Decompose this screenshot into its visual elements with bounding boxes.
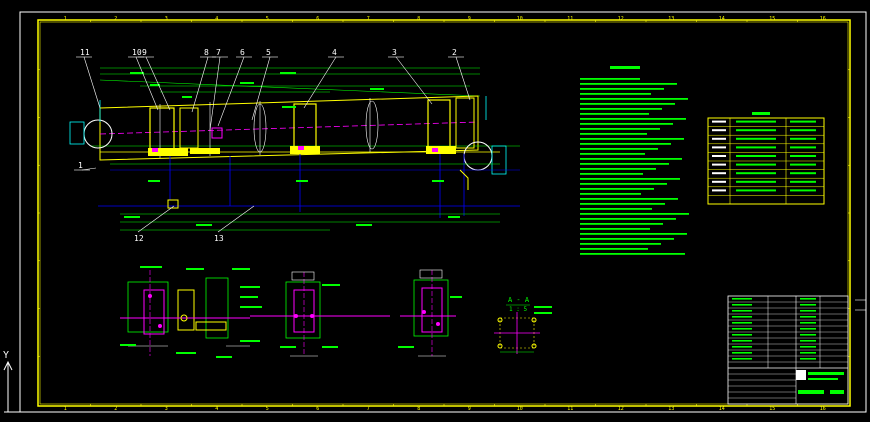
callout-leader [251, 56, 271, 121]
frame-bottom-number: 16 [820, 406, 826, 412]
callout-leader [209, 56, 221, 131]
frame-top-number: 14 [719, 16, 725, 22]
frame-bottom-number: 9 [468, 406, 471, 412]
frame-top-number: 6 [316, 16, 319, 22]
section-scale: 1 : 5 [509, 306, 527, 313]
callout-leader [191, 56, 209, 113]
section-title: A - A [508, 296, 530, 304]
part-number-label: 6 [240, 48, 245, 57]
detail-view-supports [120, 266, 262, 358]
frame-top-number: 2 [114, 16, 117, 22]
callout-leader [135, 56, 159, 111]
frame-top-number: 13 [668, 16, 674, 22]
kiln-shell [99, 95, 479, 161]
main-elevation-view [69, 67, 520, 231]
frame-bottom-number: 6 [316, 406, 319, 412]
frame-top-number: 9 [468, 16, 471, 22]
ucs-axis-icon: Y [3, 350, 32, 413]
frame-bottom-number: 3 [165, 406, 168, 412]
technical-requirements-notes [580, 66, 689, 255]
frame-top-number: 10 [517, 16, 523, 22]
frame-bottom-number: 11 [567, 406, 573, 412]
frame-top-number: 8 [417, 16, 420, 22]
part-number-label: 3 [392, 48, 397, 57]
part-number-label: 9 [142, 48, 147, 57]
callout-leader [145, 56, 171, 111]
callout-leader [217, 56, 245, 127]
detail-view-bearing [250, 271, 390, 357]
part-number-label: 10 [132, 48, 142, 57]
frame-zone-ticks [38, 20, 850, 406]
frame-bottom-number: 13 [668, 406, 674, 412]
part-number-label: 1 [78, 161, 83, 170]
part-number-label: 5 [266, 48, 271, 57]
support-station-3 [427, 99, 451, 151]
callout-leader [455, 56, 471, 101]
bottom-marker-label: 13 [214, 234, 224, 243]
callout-leader [303, 56, 337, 109]
frame-top-number: 11 [567, 16, 573, 22]
frame-top-number: 5 [266, 16, 269, 22]
frame-top-number: 12 [618, 16, 624, 22]
callout-leader [395, 56, 433, 105]
frame-top-number: 1 [64, 16, 67, 22]
frame-bottom-number: 15 [769, 406, 775, 412]
frame-bottom-number: 4 [215, 406, 218, 412]
frame-bottom-number: 12 [618, 406, 624, 412]
part-number-label: 8 [204, 48, 209, 57]
spec-table [707, 112, 825, 205]
section-view-a-a: A - A 1 : 5 [494, 296, 552, 354]
frame-top-number: 7 [367, 16, 370, 22]
frame-bottom-number: 1 [64, 406, 67, 412]
frame-bottom-number: 7 [367, 406, 370, 412]
title-block [727, 295, 849, 405]
frame-bottom-number: 5 [266, 406, 269, 412]
frame-top-number: 4 [215, 16, 218, 22]
part-number-label: 7 [216, 48, 221, 57]
bottom-part-markers: 12 13 [134, 205, 255, 243]
callout-leader [83, 56, 101, 109]
frame-bottom-number: 14 [719, 406, 725, 412]
part-number-label: 2 [452, 48, 457, 57]
part-number-label: 11 [80, 48, 90, 57]
bottom-marker-label: 12 [134, 234, 144, 243]
drawing-frame-inner [39, 21, 849, 405]
frame-bottom-number: 8 [417, 406, 420, 412]
frame-bottom-number: 10 [517, 406, 523, 412]
frame-bottom-number: 2 [114, 406, 117, 412]
sheet-outer-border [19, 11, 867, 413]
detail-view-roller [398, 269, 462, 357]
ucs-y-label: Y [3, 350, 9, 361]
part-number-label: 4 [332, 48, 337, 57]
support-station-1 [149, 107, 175, 153]
kiln-inlet-hood [83, 119, 113, 149]
callout-leader [81, 167, 97, 171]
frame-top-number: 16 [820, 16, 826, 22]
frame-top-number: 3 [165, 16, 168, 22]
frame-top-number: 15 [769, 16, 775, 22]
